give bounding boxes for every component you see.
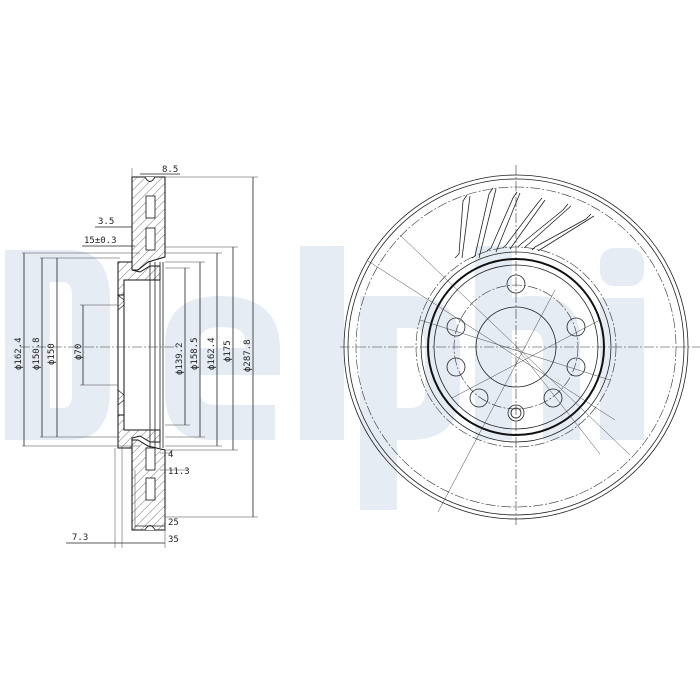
dim-175: ϕ175 bbox=[223, 340, 233, 362]
dim-287-8: ϕ287.8 bbox=[243, 339, 253, 372]
dim-11-3: 11.3 bbox=[168, 467, 190, 477]
delphi-watermark bbox=[5, 246, 644, 510]
dim-15-0-3: 15±0.3 bbox=[84, 236, 117, 246]
dim-139-2: ϕ139.2 bbox=[175, 342, 185, 375]
dim-35: 35 bbox=[168, 535, 179, 545]
dim-70: ϕ70 bbox=[74, 344, 84, 360]
dim-150-8: ϕ150.8 bbox=[32, 337, 42, 370]
friction-ring-top bbox=[131, 176, 166, 271]
dim-150: ϕ150 bbox=[47, 343, 57, 365]
dim-3-5: 3.5 bbox=[98, 217, 114, 227]
dim-25: 25 bbox=[168, 518, 179, 528]
dim-7-3: 7.3 bbox=[72, 533, 88, 543]
dim-4: 4 bbox=[168, 450, 173, 460]
side-view-section: ϕ162.4 ϕ150.8 ϕ150 ϕ70 ϕ139.2 ϕ158.5 ϕ16… bbox=[14, 165, 258, 548]
dim-162-4-left: ϕ162.4 bbox=[14, 337, 24, 370]
dim-8-5: 8.5 bbox=[162, 165, 178, 175]
cooling-vanes bbox=[454, 187, 595, 259]
front-view bbox=[340, 165, 700, 525]
dim-158-5: ϕ158.5 bbox=[190, 337, 200, 370]
dim-162-4-right: ϕ162.4 bbox=[207, 337, 217, 370]
